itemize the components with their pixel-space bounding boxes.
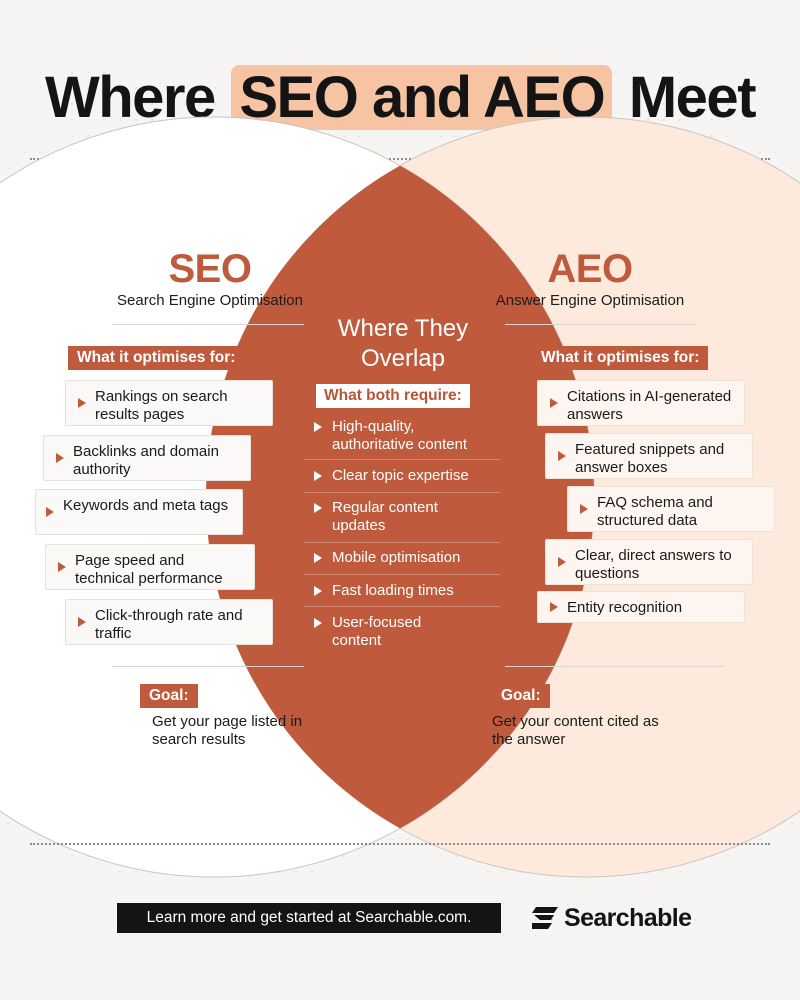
seo-heading: SEO [168,247,252,291]
seo-item-2: Backlinks and domain authority [43,435,251,481]
overlap-separator [304,606,500,607]
seo-goal-divider [112,666,304,667]
triangle-bullet-icon [58,562,66,572]
seo-subheading: Search Engine Optimisation [117,292,303,309]
overlap-item-5: Fast loading times [312,582,494,600]
aeo-heading: AEO [547,247,633,291]
aeo-divider [505,324,697,325]
overlap-separator [304,574,500,575]
triangle-bullet-icon [314,471,322,481]
triangle-bullet-icon [314,503,322,513]
triangle-bullet-icon [314,618,322,628]
title-after: Meet [628,65,757,130]
seo-item-5: Click-through rate and traffic [65,599,273,645]
aeo-item-3: FAQ schema and structured data [567,486,775,532]
bottom-divider [30,843,770,845]
overlap-item-2: Clear topic expertise [312,467,494,485]
triangle-bullet-icon [550,602,558,612]
seo-tag: What it optimises for: [68,346,245,370]
seo-divider [112,324,304,325]
aeo-goal-divider [505,666,725,667]
searchable-logo-icon [532,907,558,929]
overlap-separator [304,492,500,493]
triangle-bullet-icon [314,553,322,563]
aeo-item-5: Entity recognition [537,591,745,623]
overlap-item-6: User-focused content [312,614,472,650]
aeo-goal-text: Get your content cited as the answer [492,713,659,748]
seo-item-3: Keywords and meta tags [35,489,243,535]
brand-name: Searchable [564,903,692,932]
overlap-title: Where They Overlap [337,315,469,372]
searchable-logo[interactable]: Searchable [532,900,692,936]
page-title: Where SEO and AEO Meet [0,62,800,134]
aeo-item-2: Featured snippets and answer boxes [545,433,753,479]
triangle-bullet-icon [56,453,64,463]
aeo-goal-label: Goal: [492,684,550,708]
seo-item-1: Rankings on search results pages [65,380,273,426]
triangle-bullet-icon [78,617,86,627]
cta-banner[interactable]: Learn more and get started at Searchable… [117,903,501,933]
triangle-bullet-icon [78,398,86,408]
seo-goal-label: Goal: [140,684,198,708]
triangle-bullet-icon [558,451,566,461]
seo-item-4: Page speed and technical performance [45,544,255,590]
overlap-item-4: Mobile optimisation [312,549,494,567]
triangle-bullet-icon [580,504,588,514]
overlap-separator [304,459,500,460]
triangle-bullet-icon [314,422,322,432]
overlap-tag: What both require: [316,384,470,408]
top-divider [30,158,770,160]
seo-goal-text: Get your page listed in search results [152,713,303,748]
triangle-bullet-icon [558,557,566,567]
aeo-tag: What it optimises for: [532,346,709,370]
overlap-item-3: Regular content updates [312,499,494,535]
overlap-separator [304,542,500,543]
triangle-bullet-icon [46,507,54,517]
triangle-bullet-icon [314,586,322,596]
overlap-item-1: High-quality, authoritative content [312,418,494,454]
aeo-subheading: Answer Engine Optimisation [495,292,685,309]
aeo-item-4: Clear, direct answers to questions [545,539,753,585]
aeo-item-1: Citations in AI-generated answers [537,380,745,426]
triangle-bullet-icon [550,398,558,408]
